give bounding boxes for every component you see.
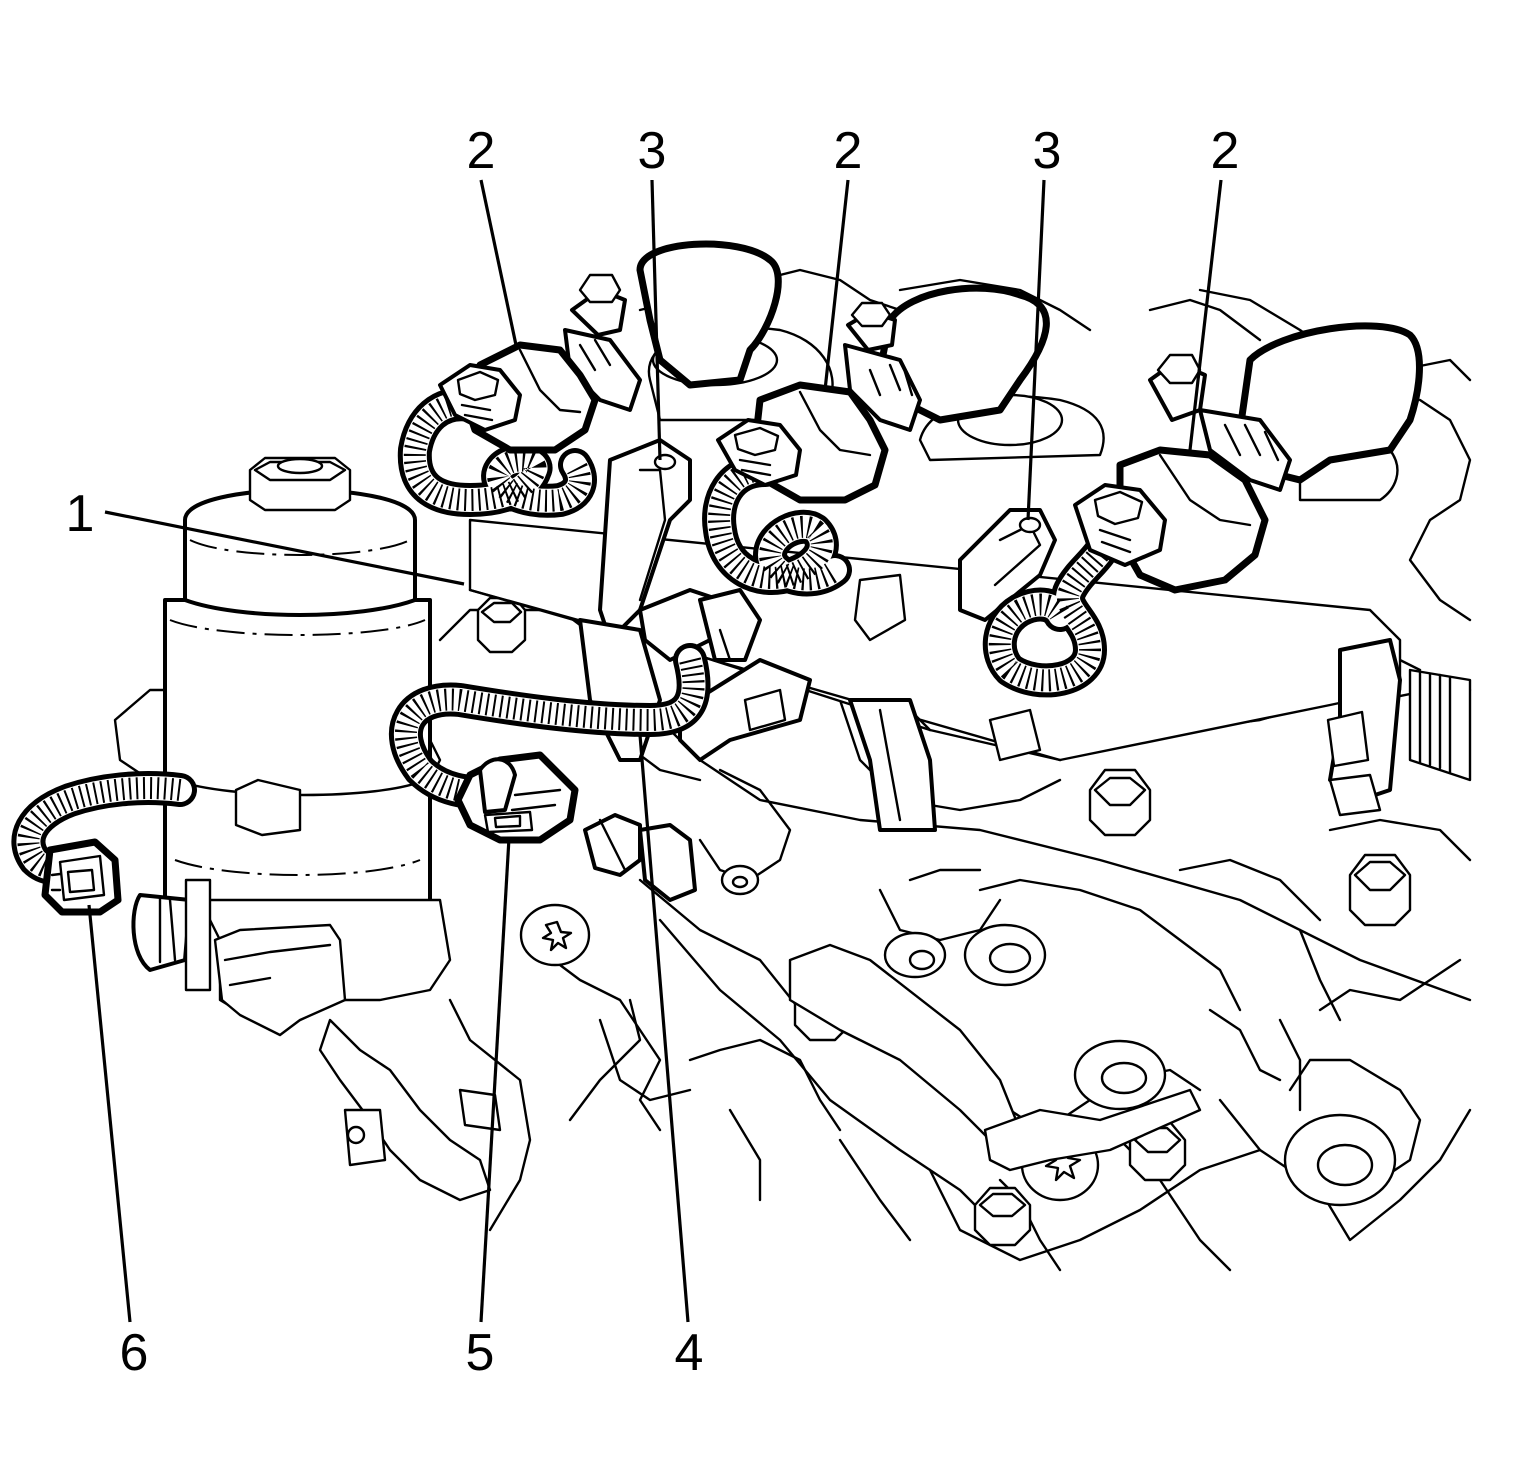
sensor-mating-plug (583, 813, 697, 902)
coil-connector-right (1073, 446, 1269, 594)
hex-bolt-2 (1348, 853, 1412, 927)
bolt-boss-4 (1283, 1113, 1397, 1207)
callout-2-middle: 2 (834, 122, 863, 180)
corrugated-conduit (1408, 668, 1472, 782)
left-harness-connector (41, 838, 122, 916)
callout-3-left: 3 (638, 122, 667, 180)
coil-bracket-right (958, 508, 1057, 622)
hex-bolt-5 (973, 1186, 1032, 1247)
coil-pigtail-middle (702, 453, 852, 597)
leader-3-left (650, 179, 662, 461)
callout-2-right: 2 (1211, 122, 1240, 180)
leader-lines (87, 179, 1223, 1323)
bolt-boss-6 (519, 903, 591, 967)
coil-connector-middle (716, 381, 889, 504)
coil-bracket-left (598, 438, 692, 642)
leader-1 (104, 510, 465, 586)
callout-5: 5 (466, 1324, 495, 1382)
harness-bracket (578, 588, 937, 832)
canister-body (163, 598, 432, 928)
harness-channel (468, 518, 1472, 817)
callout-2-left: 2 (467, 122, 496, 180)
callout-1: 1 (66, 485, 95, 543)
callout-labels: 2 3 2 3 2 1 6 5 4 (66, 122, 1240, 1382)
engine-bolts (476, 596, 1412, 1247)
mounting-bracket (983, 1088, 1202, 1172)
callout-4: 4 (675, 1324, 704, 1382)
bolt-boss-2 (883, 931, 947, 979)
canister-assembly (113, 456, 502, 1202)
ignition-coil-rear-2 (843, 284, 1105, 462)
canister-connector-housing (213, 923, 347, 1037)
callout-3-right: 3 (1033, 122, 1062, 180)
coil-pigtail-left (397, 387, 597, 518)
harness-main-loop (388, 643, 711, 809)
canister-outlet-pipe (318, 1018, 492, 1202)
bolt-boss-7 (720, 864, 760, 896)
coil-pigtail-right (982, 518, 1127, 698)
canister-tab (234, 778, 302, 837)
leader-4 (638, 734, 690, 1323)
leader-3-right (1026, 179, 1046, 521)
coil-connector-left (438, 341, 599, 454)
bolt-boss-3 (1073, 1039, 1167, 1111)
canister-side-port (131, 878, 212, 992)
hex-bolt-1 (1088, 768, 1152, 837)
leader-2-middle (823, 179, 850, 391)
bolt-boss-1 (963, 923, 1047, 987)
leader-5 (479, 837, 511, 1323)
hex-bolt-6 (476, 596, 527, 654)
leader-2-right (1188, 179, 1223, 451)
leader-6 (87, 904, 132, 1323)
callout-6: 6 (120, 1324, 149, 1382)
canister-nut (248, 456, 352, 512)
ignition-coil-rear-1 (563, 240, 834, 422)
leader-2-left (479, 179, 518, 346)
sensor-connector (454, 751, 579, 844)
ignition-coil-rear-3 (1148, 322, 1423, 502)
